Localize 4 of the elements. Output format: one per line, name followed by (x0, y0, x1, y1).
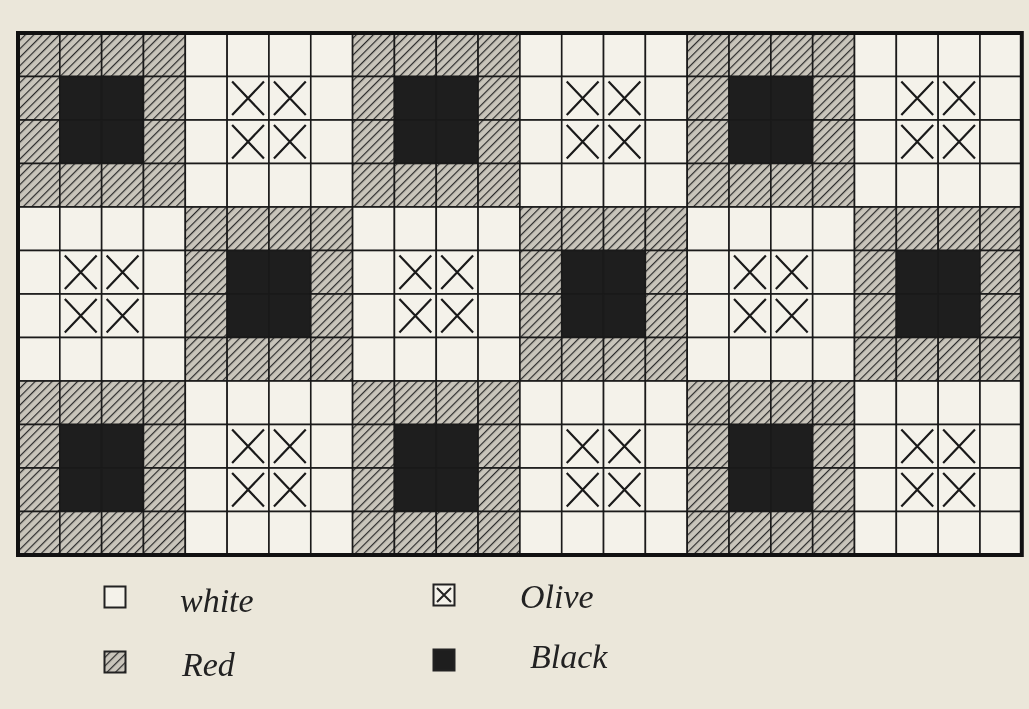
legend-label: Red (182, 648, 235, 682)
legend-label: white (180, 584, 254, 618)
legend-label: Olive (520, 580, 594, 614)
legend-label: Black (530, 640, 608, 674)
